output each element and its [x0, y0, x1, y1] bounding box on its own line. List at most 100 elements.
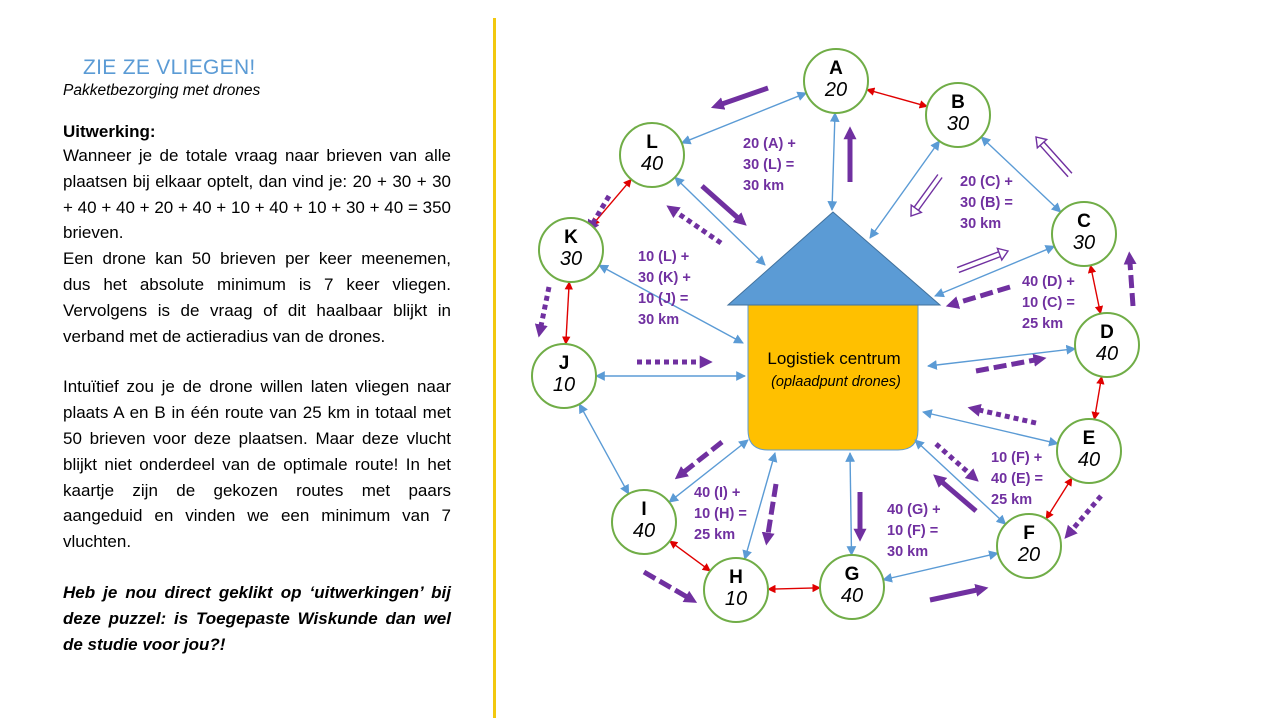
node-k: K30 — [538, 217, 604, 283]
neighbor-link-e-f — [1045, 477, 1073, 520]
route-arrow-7 — [956, 247, 1010, 274]
link-i-center — [668, 439, 749, 503]
divider-line — [493, 18, 496, 718]
route-label-3: 10 (L) +30 (K) +10 (J) =30 km — [638, 249, 691, 328]
neighbor-link-d-e — [1091, 375, 1105, 421]
route-arrow-4 — [666, 205, 723, 246]
node-letter: E — [1083, 428, 1096, 449]
route-label-6: 40 (I) +10 (H) =25 km — [694, 485, 747, 543]
node-demand: 30 — [1073, 232, 1095, 254]
center-links — [578, 91, 1077, 583]
node-letter: D — [1100, 322, 1114, 343]
route-label-4: 40 (D) +10 (C) =25 km — [1022, 274, 1075, 332]
node-circle — [619, 122, 685, 188]
route-arrow-9 — [945, 284, 1011, 309]
neighbor-link-g-h — [767, 583, 821, 594]
route-label-1: 20 (A) +30 (L) =30 km — [743, 136, 796, 194]
node-circle — [819, 554, 885, 620]
building-body — [747, 304, 919, 451]
node-circle — [996, 513, 1062, 579]
node-circle — [1074, 312, 1140, 378]
route-arrow-13 — [933, 474, 978, 513]
node-a: A20 — [803, 48, 869, 114]
link-a-l — [680, 91, 808, 145]
route-arrow-22 — [534, 286, 552, 338]
node-g: G40 — [819, 554, 885, 620]
page-title: ZIE ZE VLIEGEN! — [83, 56, 256, 79]
link-c-center — [934, 245, 1056, 298]
link-d-center — [927, 344, 1077, 370]
node-demand: 30 — [947, 113, 969, 135]
link-a-center — [827, 112, 840, 211]
node-circle — [611, 489, 677, 555]
node-letter: K — [564, 227, 578, 248]
neighbor-links — [562, 87, 1105, 594]
section-heading: Uitwerking: — [63, 122, 156, 141]
neighbor-link-k-l — [591, 178, 632, 227]
link-f-center — [914, 439, 1007, 525]
link-j-i — [578, 403, 630, 495]
route-arrow-17 — [761, 483, 779, 546]
node-demand: 20 — [824, 79, 847, 101]
route-arrow-11 — [967, 403, 1037, 426]
node-e: E40 — [1056, 418, 1122, 484]
route-arrow-6 — [1035, 136, 1073, 178]
center-title: Logistiek centrum — [767, 349, 900, 368]
node-i: I40 — [611, 489, 677, 555]
building-roof — [726, 211, 942, 306]
node-circle — [1056, 418, 1122, 484]
node-circle — [703, 557, 769, 623]
link-e-center — [922, 409, 1059, 447]
node-letter: I — [641, 499, 646, 520]
neighbor-link-h-i — [669, 540, 711, 572]
closing-question: Heb je nou direct geklikt op ‘uitwerking… — [63, 582, 451, 654]
link-g-f — [882, 550, 999, 583]
paragraph-total-demand: Wanneer je de totale vraag naar brieven … — [63, 146, 451, 243]
node-f: F20 — [996, 513, 1062, 579]
node-letter: H — [729, 567, 743, 588]
link-h-center — [742, 452, 778, 561]
node-circle — [538, 217, 604, 283]
route-arrow-5 — [910, 174, 943, 217]
node-circle — [531, 343, 597, 409]
paragraph-intuition: Intuïtief zou je de drone willen laten v… — [63, 377, 451, 552]
neighbor-link-j-k — [562, 281, 573, 345]
route-label-2: 20 (C) +30 (B) =30 km — [960, 174, 1013, 232]
node-demand: 40 — [841, 585, 863, 607]
route-arrow-10 — [975, 353, 1047, 374]
node-letter: B — [951, 92, 965, 113]
node-demand: 10 — [553, 374, 575, 396]
node-demand: 40 — [633, 520, 655, 542]
node-d: D40 — [1074, 312, 1140, 378]
page-subtitle: Pakketbezorging met drones — [63, 82, 261, 99]
route-arrow-8 — [1123, 251, 1137, 307]
node-demand: 40 — [1096, 343, 1118, 365]
route-arrow-3 — [700, 184, 747, 226]
node-h: H10 — [703, 557, 769, 623]
route-arrow-15 — [929, 583, 989, 603]
route-label-7: 40 (G) +10 (F) =30 km — [887, 502, 941, 560]
route-arrow-19 — [642, 569, 698, 603]
link-b-center — [869, 140, 940, 239]
node-letter: C — [1077, 211, 1091, 232]
left-panel: ZIE ZE VLIEGEN! Pakketbezorging met dron… — [63, 50, 451, 657]
node-demand: 10 — [725, 588, 747, 610]
route-arrows — [534, 85, 1137, 603]
route-arrow-14 — [934, 442, 979, 482]
route-arrow-12 — [1064, 494, 1103, 539]
node-demand: 20 — [1017, 544, 1040, 566]
node-demand: 30 — [560, 248, 582, 270]
node-letter: F — [1023, 523, 1035, 544]
node-circle — [1051, 201, 1117, 267]
node-letter: L — [646, 132, 658, 153]
center-subtitle: (oplaadpunt drones) — [771, 374, 901, 390]
link-g-center — [845, 452, 857, 556]
node-letter: A — [829, 58, 843, 79]
route-arrow-1 — [710, 85, 769, 110]
link-l-center — [674, 176, 766, 266]
node-c: C30 — [1051, 201, 1117, 267]
route-arrow-18 — [674, 440, 724, 480]
logistics-center: Logistiek centrum (oplaadpunt drones) — [726, 211, 942, 451]
